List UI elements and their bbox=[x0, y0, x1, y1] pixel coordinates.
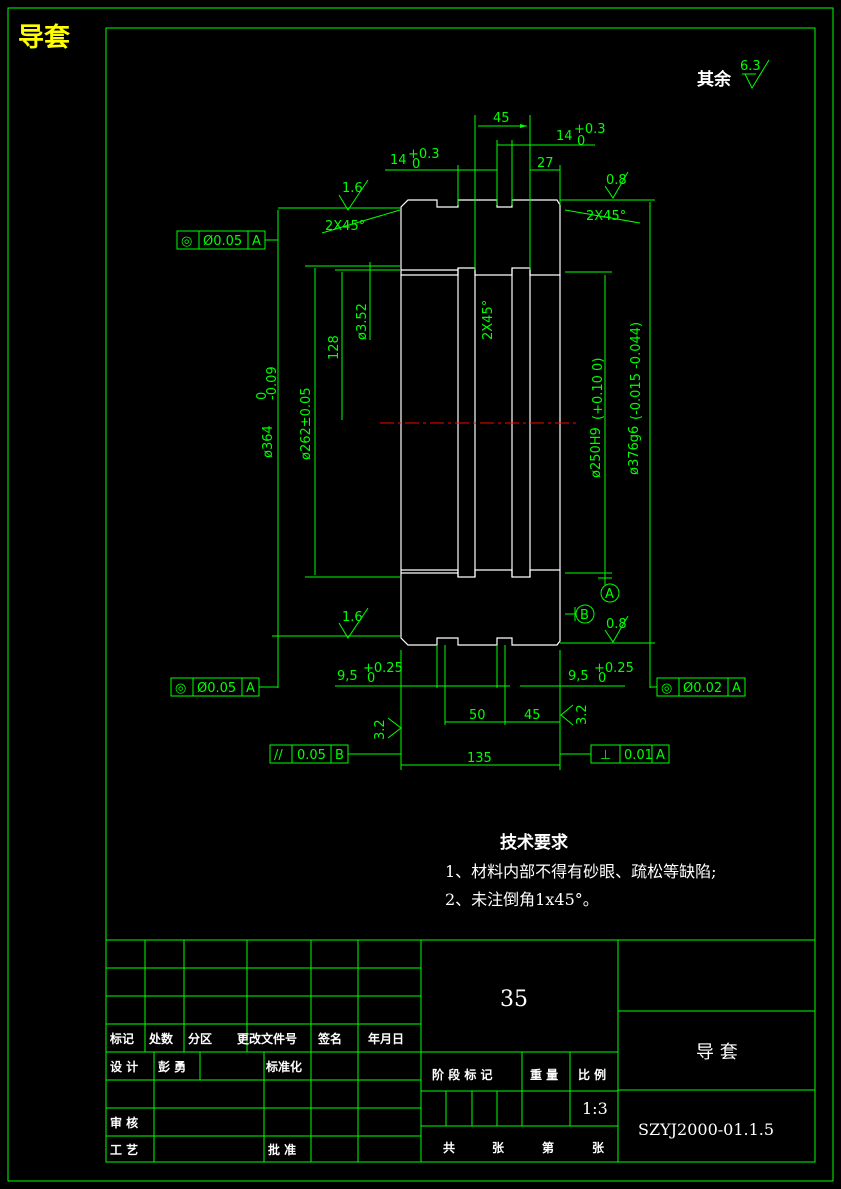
label-change-doc: 更改文件号 bbox=[237, 1031, 297, 1046]
dim-9-5-right-tol2: 0 bbox=[598, 671, 606, 686]
dim-d364-tol2: 0 bbox=[255, 392, 270, 400]
surface-finish-label: 其余 bbox=[697, 69, 732, 90]
designer-name: 彭 勇 bbox=[158, 1059, 186, 1074]
chamfer-mid: 2X45° bbox=[481, 300, 496, 340]
outer-border bbox=[7, 7, 834, 1182]
label-review: 审 核 bbox=[110, 1115, 138, 1130]
svg-text:⊥: ⊥ bbox=[600, 748, 611, 763]
dimensions: 45 14 +0.3 0 14 +0.3 0 27 1.6 0.8 2X45° … bbox=[255, 111, 655, 770]
roughness-side-left: 3.2 bbox=[373, 719, 388, 740]
surface-finish-note: 其余 6.3 bbox=[697, 59, 770, 90]
dim-128: 128 bbox=[327, 335, 342, 360]
chamfer-left: 2X45° bbox=[325, 219, 365, 234]
svg-text:Ø0.05: Ø0.05 bbox=[197, 681, 236, 696]
roughness-bot-right: 0.8 bbox=[606, 617, 627, 632]
dim-14-right-tol: +0.3 bbox=[574, 122, 606, 137]
roughness-top-right: 0.8 bbox=[606, 173, 627, 188]
svg-text:A: A bbox=[252, 234, 261, 249]
dim-d364: ø364 bbox=[261, 425, 276, 458]
tech-req-item-2: 2、未注倒角1x45°。 bbox=[445, 890, 599, 909]
drawing-number: SZYJ2000-01.1.5 bbox=[638, 1120, 774, 1139]
svg-text:Ø0.02: Ø0.02 bbox=[683, 681, 722, 696]
svg-text:◎: ◎ bbox=[175, 681, 186, 696]
dim-d250: ø250H9 bbox=[589, 427, 604, 478]
dim-45-top: 45 bbox=[493, 111, 510, 126]
dim-27: 27 bbox=[537, 156, 554, 171]
label-date: 年月日 bbox=[368, 1031, 404, 1046]
roughness-bot-left: 1.6 bbox=[342, 610, 363, 625]
concentricity-symbol: ◎ bbox=[181, 234, 192, 249]
label-standard: 标准化 bbox=[265, 1059, 302, 1074]
label-mark: 标记 bbox=[109, 1031, 134, 1046]
svg-text:Ø0.05: Ø0.05 bbox=[203, 234, 242, 249]
svg-text:B: B bbox=[335, 748, 344, 763]
dim-9-5-left-tol: +0.25 bbox=[363, 661, 403, 676]
label-zone: 分区 bbox=[188, 1031, 212, 1046]
roughness-side-right: 3.2 bbox=[575, 704, 590, 725]
label-sheet: 张 bbox=[592, 1140, 605, 1155]
scale: 1:3 bbox=[582, 1099, 608, 1118]
dim-14-left-tol: +0.3 bbox=[408, 147, 440, 162]
title-block: 35 导 套 SZYJ2000-01.1.5 1:3 标记 处数 分区 更改文件… bbox=[105, 939, 816, 1163]
inner-border bbox=[105, 27, 816, 1163]
dim-d376: ø376g6 bbox=[627, 426, 642, 475]
technical-requirements: 技术要求 1、材料内部不得有砂眼、疏松等缺陷; 2、未注倒角1x45°。 bbox=[445, 832, 717, 909]
tolerance-frame-bottom-right: ◎ Ø0.02 A bbox=[650, 677, 746, 697]
label-total: 共 bbox=[443, 1140, 455, 1155]
roughness-top-left: 1.6 bbox=[342, 181, 363, 196]
datum-a: A bbox=[605, 587, 614, 602]
tech-req-title: 技术要求 bbox=[500, 832, 568, 853]
dim-9-5-left: 9,5 bbox=[337, 669, 358, 684]
tech-req-item-1: 1、材料内部不得有砂眼、疏松等缺陷; bbox=[445, 862, 717, 881]
dim-14-right-tol2: 0 bbox=[577, 134, 585, 149]
dim-d3-52: ø3.52 bbox=[355, 303, 370, 340]
label-design: 设 计 bbox=[110, 1059, 138, 1074]
dim-14-right: 14 bbox=[556, 129, 573, 144]
svg-text:A: A bbox=[246, 681, 255, 696]
dim-45-bottom: 45 bbox=[524, 708, 541, 723]
dim-14-left-tol2: 0 bbox=[412, 157, 420, 172]
svg-text://: // bbox=[274, 748, 283, 763]
dim-14-left: 14 bbox=[390, 153, 407, 168]
dim-50: 50 bbox=[469, 708, 486, 723]
material: 35 bbox=[500, 987, 528, 1012]
dim-d364-tol: -0.09 bbox=[265, 366, 280, 400]
dim-d250-tol: (+0.10 0) bbox=[591, 358, 606, 420]
part-section bbox=[380, 199, 580, 725]
corner-title: 导套 bbox=[18, 23, 71, 53]
label-scale: 比 例 bbox=[578, 1067, 606, 1082]
label-process: 工 艺 bbox=[110, 1142, 138, 1157]
dim-d262: ø262±0.05 bbox=[299, 387, 314, 460]
svg-text:◎: ◎ bbox=[661, 681, 672, 696]
surface-finish-value: 6.3 bbox=[740, 59, 761, 74]
svg-text:A: A bbox=[656, 748, 665, 763]
tolerance-frame-bottom-left: ◎ Ø0.05 A bbox=[170, 677, 278, 697]
dim-d376-tol: (-0.015 -0.044) bbox=[629, 322, 644, 420]
svg-text:A: A bbox=[732, 681, 741, 696]
label-signature: 签名 bbox=[317, 1031, 342, 1046]
label-sheets: 张 bbox=[492, 1140, 505, 1155]
label-approve: 批 准 bbox=[268, 1142, 296, 1157]
svg-text:0.01: 0.01 bbox=[624, 748, 653, 763]
tolerance-frame-top-left: ◎ Ø0.05 A bbox=[176, 230, 278, 250]
label-sheet-no: 第 bbox=[542, 1140, 554, 1155]
label-stage-mark: 阶 段 标 记 bbox=[432, 1067, 493, 1082]
datum-b: B bbox=[580, 608, 589, 623]
dim-9-5-left-tol2: 0 bbox=[367, 671, 375, 686]
label-weight: 重 量 bbox=[530, 1067, 558, 1082]
tolerance-frame-perpendicular: ⊥ 0.01 A bbox=[560, 744, 670, 764]
svg-text:0.05: 0.05 bbox=[297, 748, 326, 763]
part-name: 导 套 bbox=[696, 1042, 738, 1063]
dim-135: 135 bbox=[467, 751, 492, 766]
chamfer-right: 2X45° bbox=[586, 209, 626, 224]
tolerance-frame-parallel: // 0.05 B bbox=[269, 744, 401, 764]
dim-9-5-right-tol: +0.25 bbox=[594, 661, 634, 676]
dim-9-5-right: 9,5 bbox=[568, 669, 589, 684]
label-count: 处数 bbox=[148, 1031, 174, 1046]
